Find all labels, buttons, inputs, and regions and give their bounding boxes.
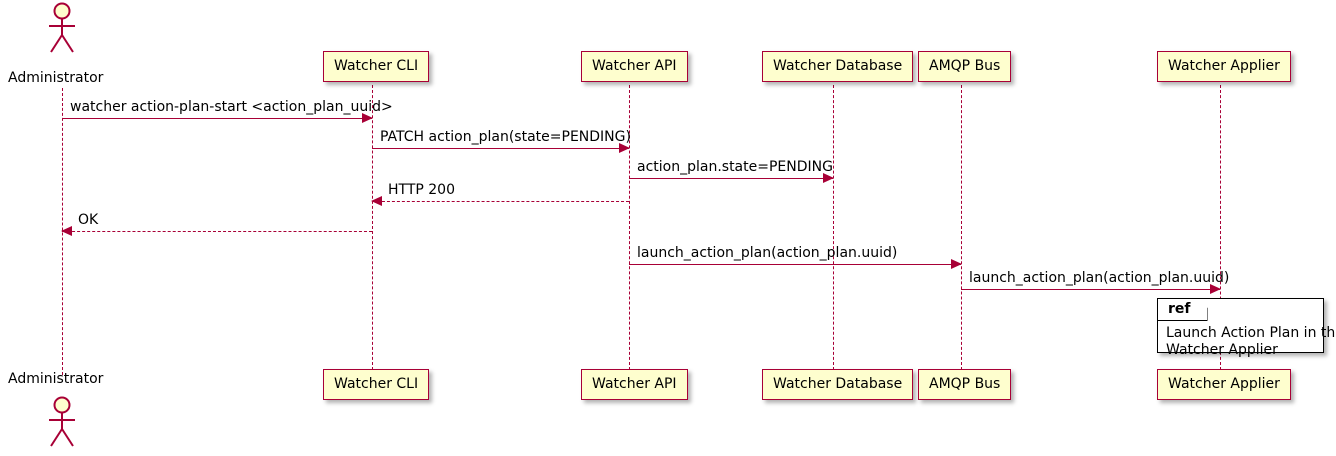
participant-box-amqp-bus-bottom[interactable]: AMQP Bus — [918, 369, 1012, 400]
participant-label-watcher-database-bottom: Watcher Database — [773, 376, 903, 392]
participant-label-watcher-applier-bottom: Watcher Applier — [1168, 376, 1280, 392]
actor-label-administrator-bottom: Administrator — [8, 371, 104, 387]
message-6-label: launch_action_plan(action_plan.uuid) — [637, 245, 898, 261]
actor-label-administrator-top: Administrator — [8, 70, 104, 86]
participant-box-amqp-bus-top[interactable]: AMQP Bus — [918, 51, 1012, 82]
ref-fragment-line-2: Watcher Applier — [1166, 342, 1278, 359]
message-7-arrowhead — [1210, 284, 1221, 294]
participant-label-watcher-applier-top: Watcher Applier — [1168, 58, 1280, 74]
participant-box-watcher-applier-top[interactable]: Watcher Applier — [1157, 51, 1291, 82]
participant-box-watcher-api-top[interactable]: Watcher API — [581, 51, 688, 82]
message-7-line — [961, 289, 1220, 290]
ref-fragment-keyword: ref — [1158, 299, 1208, 321]
participant-label-amqp-bus-top: AMQP Bus — [929, 58, 1001, 74]
message-4-line — [372, 201, 629, 202]
participant-box-watcher-database-top[interactable]: Watcher Database — [762, 51, 914, 82]
message-2-line — [372, 148, 629, 149]
participant-label-watcher-cli-top: Watcher CLI — [334, 58, 419, 74]
message-3-label: action_plan.state=PENDING — [637, 159, 833, 175]
lifeline-watcher-api — [629, 85, 630, 370]
ref-fragment-body: Launch Action Plan in the Watcher Applie… — [1158, 321, 1336, 359]
message-5-label: OK — [78, 212, 99, 228]
message-2-arrowhead — [619, 143, 630, 153]
participant-box-watcher-database-bottom[interactable]: Watcher Database — [762, 369, 914, 400]
message-3-arrowhead — [823, 173, 834, 183]
ref-fragment-line-1: Launch Action Plan in the — [1166, 325, 1336, 341]
message-1-arrowhead — [362, 113, 373, 123]
participant-label-watcher-api-bottom: Watcher API — [592, 376, 677, 392]
participant-box-watcher-applier-bottom[interactable]: Watcher Applier — [1157, 369, 1291, 400]
message-6-arrowhead — [951, 259, 962, 269]
ref-fragment[interactable]: ref Launch Action Plan in the Watcher Ap… — [1157, 298, 1336, 358]
message-3-line — [629, 178, 833, 179]
message-1-line — [62, 118, 372, 119]
participant-box-watcher-api-bottom[interactable]: Watcher API — [581, 369, 688, 400]
participant-label-watcher-database-top: Watcher Database — [773, 58, 903, 74]
participant-box-watcher-cli-top[interactable]: Watcher CLI — [323, 51, 430, 82]
actor-administrator-bottom — [49, 396, 75, 447]
lifeline-watcher-database — [833, 85, 834, 370]
message-7-label: launch_action_plan(action_plan.uuid) — [969, 270, 1230, 286]
lifeline-watcher-applier — [1220, 85, 1221, 370]
actor-administrator-top — [49, 2, 75, 53]
lifeline-amqp-bus — [961, 85, 962, 370]
message-4-arrowhead — [371, 196, 382, 206]
message-2-label: PATCH action_plan(state=PENDING) — [380, 129, 631, 145]
message-1-label: watcher action-plan-start <action_plan_u… — [70, 99, 393, 115]
participant-label-watcher-api-top: Watcher API — [592, 58, 677, 74]
participant-box-watcher-cli-bottom[interactable]: Watcher CLI — [323, 369, 430, 400]
participant-label-amqp-bus-bottom: AMQP Bus — [929, 376, 1001, 392]
message-6-line — [629, 264, 961, 265]
participant-label-watcher-cli-bottom: Watcher CLI — [334, 376, 419, 392]
message-5-arrowhead — [61, 226, 72, 236]
message-5-line — [62, 231, 372, 232]
lifeline-watcher-cli — [372, 85, 373, 370]
message-4-label: HTTP 200 — [388, 182, 455, 198]
